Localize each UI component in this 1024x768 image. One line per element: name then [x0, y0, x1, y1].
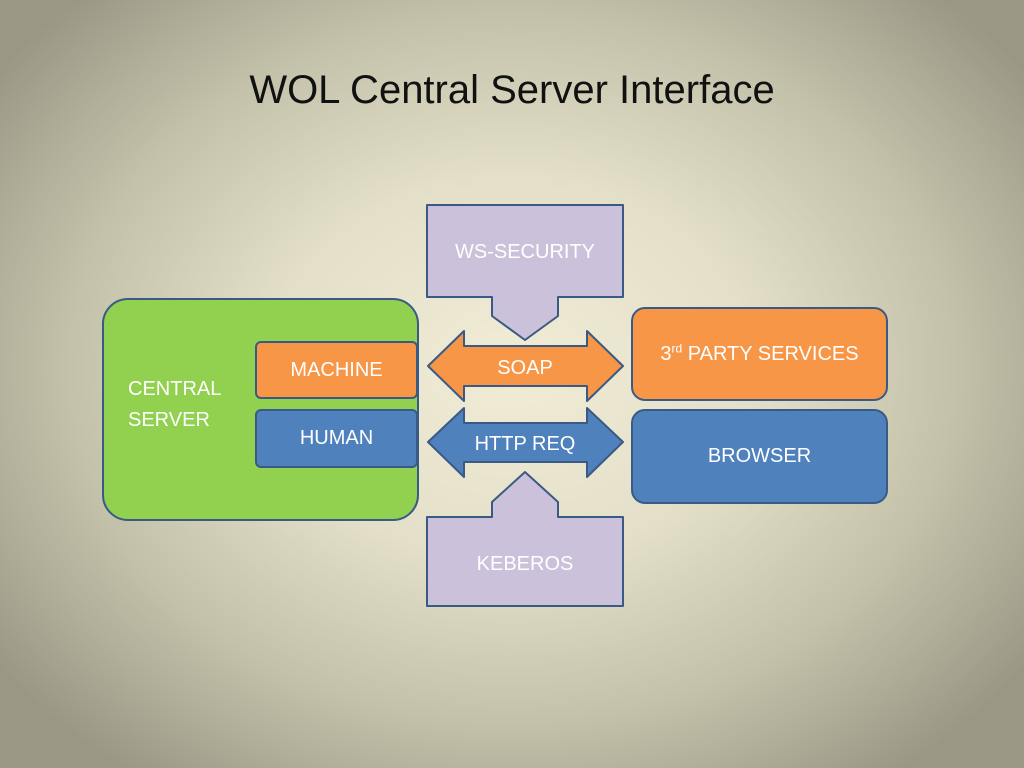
browser-block: BROWSER — [631, 409, 888, 504]
machine-block: MACHINE — [255, 341, 418, 399]
soap-double-arrow — [427, 330, 624, 402]
ws-security-callout — [426, 204, 624, 341]
soap-label: SOAP — [497, 357, 553, 379]
third-party-superscript: rd — [671, 340, 683, 355]
third-party-services-label: 3rd PARTY SERVICES — [660, 340, 859, 366]
browser-label: BROWSER — [707, 445, 812, 467]
http-request-label: HTTP REQ — [475, 433, 576, 455]
third-party-suffix: PARTY SERVICES — [682, 342, 859, 365]
kerberos-callout — [426, 471, 624, 607]
machine-label: MACHINE — [290, 358, 383, 381]
third-party-prefix: 3 — [660, 342, 672, 365]
ws-security-label: WS-SECURITY — [455, 241, 595, 263]
http-request-double-arrow — [427, 407, 624, 478]
slide-title: WOL Central Server Interface — [249, 68, 775, 112]
kerberos-label: KEBEROS — [477, 553, 574, 575]
third-party-services-block: 3rd PARTY SERVICES — [631, 307, 888, 401]
human-block: HUMAN — [255, 409, 418, 468]
human-label: HUMAN — [299, 427, 374, 449]
central-server-label: CENTRAL SERVER — [128, 378, 222, 431]
